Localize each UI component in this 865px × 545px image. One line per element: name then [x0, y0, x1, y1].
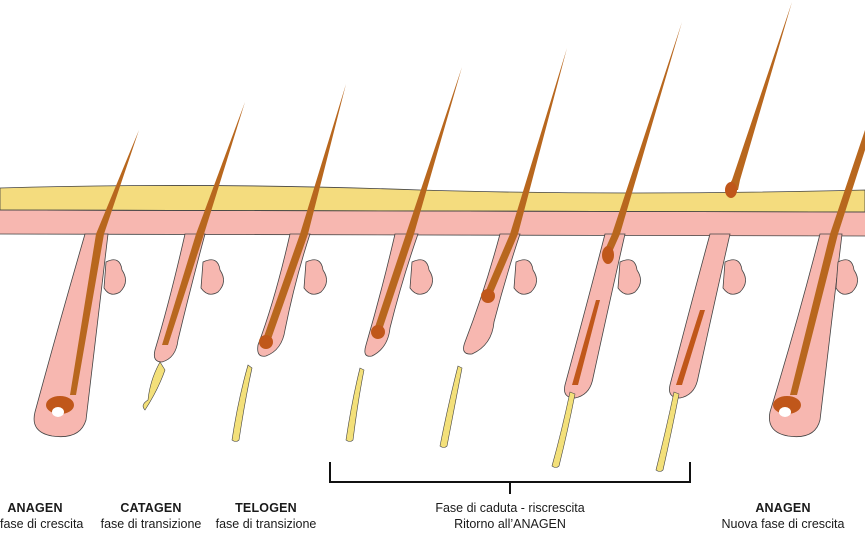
new-hair	[572, 300, 600, 385]
dermis-layer	[0, 210, 865, 236]
sebaceous-gland	[103, 259, 126, 295]
stage-bracket	[329, 462, 691, 494]
hair-shaft	[70, 130, 139, 395]
detached-root	[345, 367, 365, 442]
stage-subtitle: Fase di caduta - riscrescita	[435, 501, 585, 515]
stage-title: ANAGEN	[755, 501, 811, 515]
stage-label-shedding: Fase di caduta - riscrescita Ritorno all…	[410, 500, 610, 532]
hair-tip	[725, 182, 737, 198]
hair-shaft	[790, 130, 865, 395]
hair-shaft	[374, 67, 462, 330]
stage-label-telogen: TELOGEN fase di transizione	[213, 500, 319, 532]
follicle-anagen	[33, 130, 139, 438]
stage-subtitle: fase di transizione	[100, 517, 202, 531]
stage-subtitle: fase di crescita	[0, 517, 84, 531]
follicle-catagen	[142, 102, 245, 411]
hair-shaft	[726, 2, 792, 190]
detached-root	[142, 361, 166, 411]
hair-bulb	[602, 246, 614, 264]
hair-shaft	[162, 102, 245, 345]
detached-root	[551, 391, 576, 468]
follicle-regrowth-c	[551, 22, 682, 468]
follicle-shedding-b	[439, 48, 567, 448]
stage-subtitle: fase di transizione	[215, 517, 317, 531]
follicle-shedding-a	[345, 67, 462, 442]
club-bulb	[481, 289, 495, 303]
stage-title: ANAGEN	[7, 501, 63, 515]
stage-label-anagen: ANAGEN fase di crescita	[0, 500, 84, 532]
sebaceous-gland	[303, 259, 327, 295]
stage-label-new-anagen: ANAGEN Nuova fase di crescita	[715, 500, 851, 532]
sebaceous-gland	[722, 259, 746, 295]
club-bulb	[371, 325, 385, 339]
stage-subtitle: Nuova fase di crescita	[721, 517, 845, 531]
new-hair	[676, 310, 705, 385]
sebaceous-gland	[200, 259, 224, 295]
dermal-papilla	[779, 407, 791, 417]
stage-title: CATAGEN	[120, 501, 182, 515]
skin-boundary	[0, 209, 865, 213]
dermal-papilla	[52, 407, 64, 417]
sebaceous-gland	[513, 259, 537, 295]
sebaceous-gland	[617, 259, 641, 295]
detached-root	[439, 365, 463, 448]
stage-title: TELOGEN	[235, 501, 297, 515]
detached-root	[231, 364, 253, 442]
stage-label-catagen: CATAGEN fase di transizione	[98, 500, 204, 532]
follicle-new-anagen	[769, 130, 865, 438]
sebaceous-gland	[835, 259, 858, 295]
stage-subtitle-2: Ritorno all’ANAGEN	[454, 517, 566, 531]
sebaceous-gland	[409, 259, 433, 295]
follicle-regrowth-d	[655, 2, 792, 472]
follicle-telogen	[231, 84, 346, 442]
club-bulb	[259, 335, 273, 349]
detached-root	[655, 391, 680, 472]
